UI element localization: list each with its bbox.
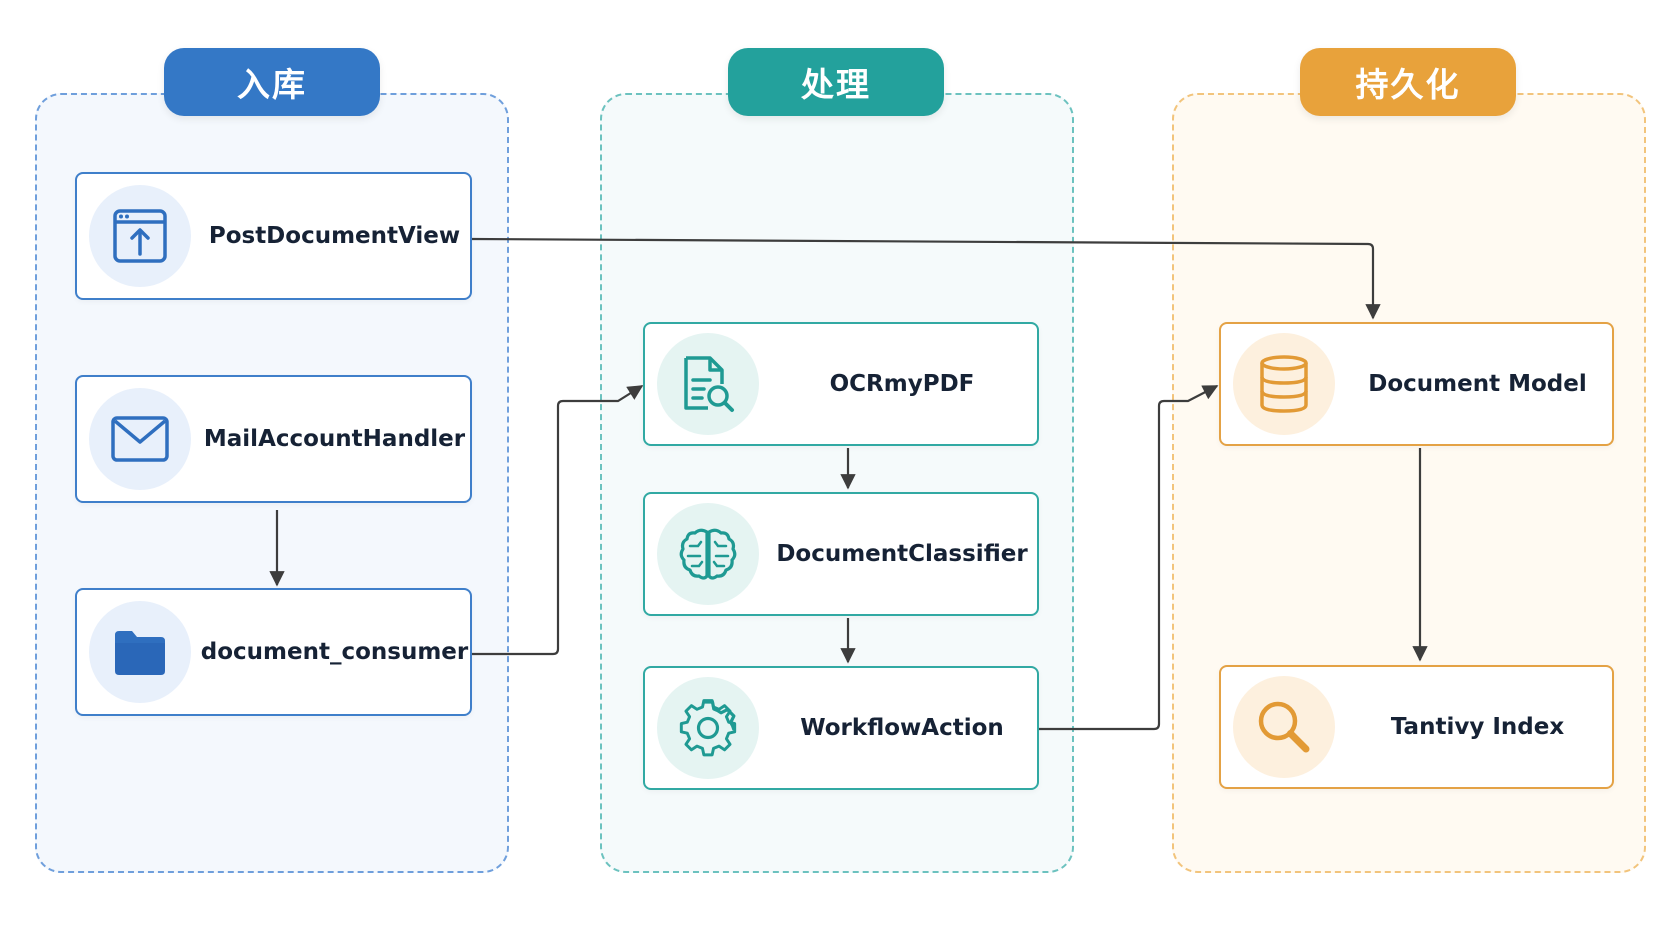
brain-icon [657, 503, 759, 605]
node-label-ocrmypdf: OCRmyPDF [829, 371, 975, 397]
node-post-document-view[interactable]: PostDocumentView [75, 172, 472, 300]
node-label-post-document-view: PostDocumentView [208, 223, 461, 249]
node-tantivy-index[interactable]: Tantivy Index [1219, 665, 1614, 789]
node-document-model[interactable]: Document Model [1219, 322, 1614, 446]
node-label-document-classifier: DocumentClassifier [776, 541, 1028, 567]
document-search-icon [657, 333, 759, 435]
search-icon [1233, 676, 1335, 778]
upload-window-icon [89, 185, 191, 287]
node-label-workflow-action: WorkflowAction [800, 715, 1004, 741]
mail-icon [89, 388, 191, 490]
lane-title-persist: 持久化 [1300, 48, 1516, 116]
node-label-document-model: Document Model [1368, 371, 1587, 397]
node-mail-account-handler[interactable]: MailAccountHandler [75, 375, 472, 503]
lane-title-process: 处理 [728, 48, 944, 116]
node-workflow-action[interactable]: WorkflowAction [643, 666, 1039, 790]
node-document-classifier[interactable]: DocumentClassifier [643, 492, 1039, 616]
node-document-consumer[interactable]: document_consumer [75, 588, 472, 716]
folder-icon [89, 601, 191, 703]
gear-icon [657, 677, 759, 779]
node-label-document-consumer: document_consumer [200, 639, 469, 665]
database-icon [1233, 333, 1335, 435]
node-label-mail-account-handler: MailAccountHandler [203, 426, 466, 452]
node-label-tantivy-index: Tantivy Index [1390, 714, 1565, 740]
node-ocrmypdf[interactable]: OCRmyPDF [643, 322, 1039, 446]
lane-title-ingest: 入库 [164, 48, 380, 116]
